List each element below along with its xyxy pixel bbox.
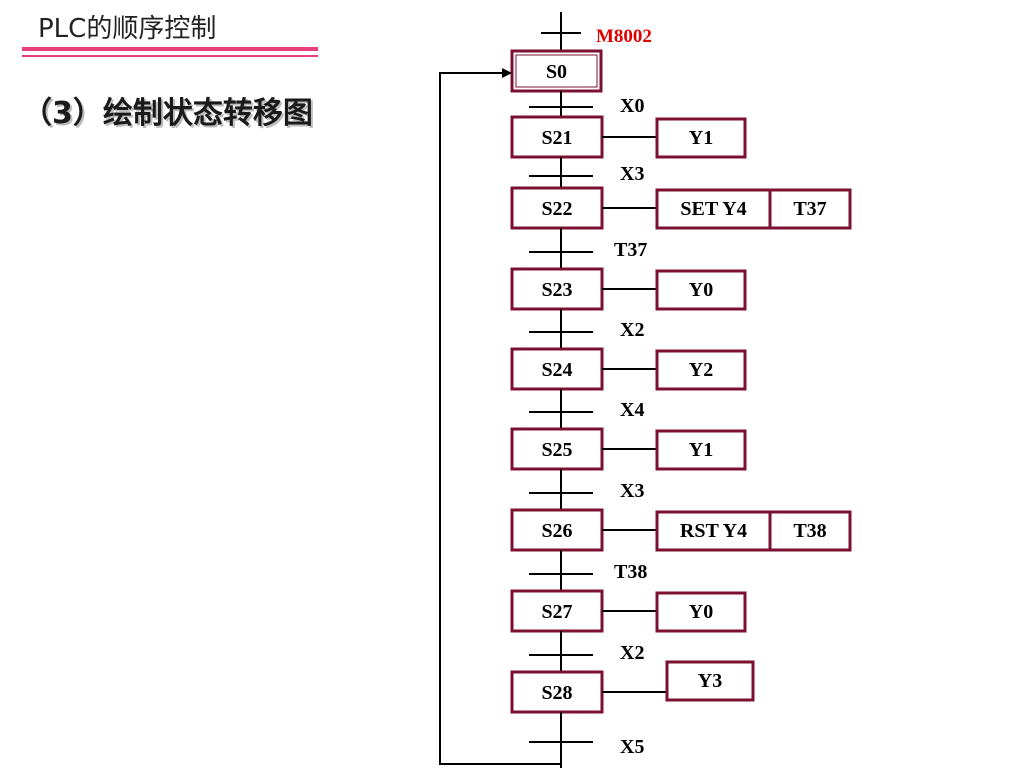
step-label: S22: [541, 198, 572, 220]
action-label: Y1: [689, 127, 713, 149]
step-label: S27: [541, 601, 572, 623]
action-box: [655, 429, 747, 471]
title-underline-thin: [22, 55, 318, 57]
transition-label: T37: [614, 239, 647, 261]
transition-label: X2: [620, 642, 644, 664]
step-label: S24: [541, 359, 572, 381]
step-label: S23: [541, 279, 572, 301]
transition-label: T38: [614, 561, 647, 583]
step-box: [510, 427, 604, 471]
transition-label: X0: [620, 95, 644, 117]
step-box: [510, 670, 604, 714]
step-label: S28: [541, 682, 572, 704]
action-box: [655, 510, 772, 552]
section-heading: （3）绘制状态转移图: [22, 96, 313, 131]
action-box: [655, 349, 747, 391]
timer-box: [768, 510, 852, 552]
step-box: [510, 589, 604, 633]
return-arrow-head: [502, 68, 512, 78]
action-box: [655, 591, 747, 633]
action-label: Y3: [698, 670, 722, 692]
step-label: S0: [546, 61, 567, 83]
page-title: PLC的顺序控制: [38, 14, 217, 44]
step-label: S25: [541, 439, 572, 461]
step-box: [510, 508, 604, 552]
action-label: Y0: [689, 601, 713, 623]
step-box-initial-inner: [515, 54, 598, 88]
step-label: S26: [541, 520, 572, 542]
timer-label: T38: [793, 520, 826, 542]
action-box: [655, 117, 747, 159]
title-underline-thick: [22, 47, 318, 51]
action-label: Y1: [689, 439, 713, 461]
action-label: Y0: [689, 279, 713, 301]
transition-label: X5: [620, 736, 644, 758]
transition-label: X3: [620, 163, 644, 185]
timer-box: [768, 188, 852, 230]
action-box: [665, 660, 755, 702]
initial-transition-label: M8002: [596, 26, 652, 47]
transition-label: X4: [620, 399, 644, 421]
action-box: [655, 269, 747, 311]
transition-label: X3: [620, 480, 644, 502]
step-label: S21: [541, 127, 572, 149]
step-box-initial: [510, 49, 603, 93]
timer-label: T37: [793, 198, 826, 220]
action-label: RST Y4: [680, 520, 747, 542]
return-path: [439, 72, 562, 768]
step-box: [510, 115, 604, 159]
transition-label: X2: [620, 319, 644, 341]
action-box: [655, 188, 772, 230]
step-box: [510, 347, 604, 391]
action-label: SET Y4: [680, 198, 746, 220]
action-label: Y2: [689, 359, 713, 381]
step-box: [510, 186, 604, 230]
